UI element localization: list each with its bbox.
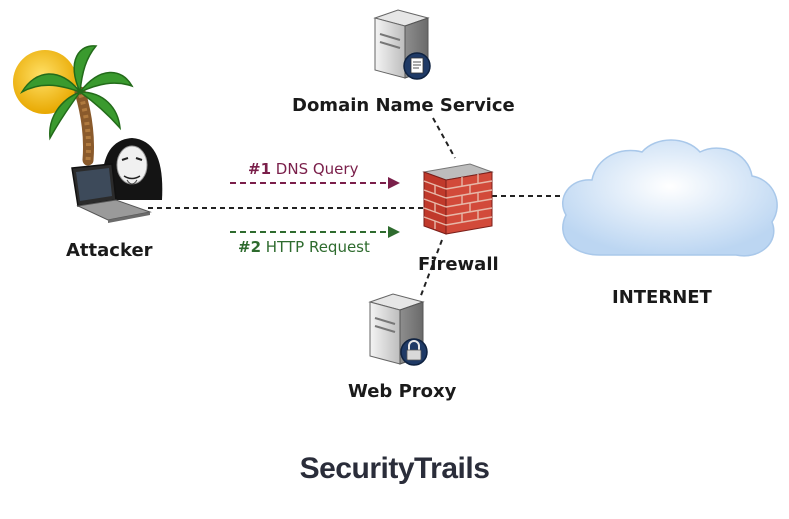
server-lock-icon [368,293,428,366]
internet-label: INTERNET [612,287,712,308]
palm-tree-sun-icon [13,45,134,166]
http-request-label: #2 HTTP Request [238,238,370,256]
server-document-icon [373,9,431,80]
http-request-arrow [230,226,400,238]
brick-wall-icon [422,163,494,235]
dns-query-label: #1 DNS Query [248,160,358,178]
anonymous-hacker-laptop-icon [71,138,163,223]
dns-query-text: DNS Query [275,160,359,178]
cloud-icon [561,139,778,257]
attacker-label: Attacker [66,240,153,261]
dns-query-arrow [230,177,400,189]
http-request-text: HTTP Request [265,238,370,256]
brand-logo-text: SecurityTrails [299,452,490,485]
firewall-label: Firewall [418,254,499,275]
connectors [148,117,565,299]
proxy-label: Web Proxy [348,381,457,402]
dns-query-step: #1 [248,160,272,178]
dns-label: Domain Name Service [292,95,515,116]
http-request-step: #2 [238,238,262,256]
firewall-proxy-line [419,239,443,299]
dns-firewall-line [432,117,456,159]
